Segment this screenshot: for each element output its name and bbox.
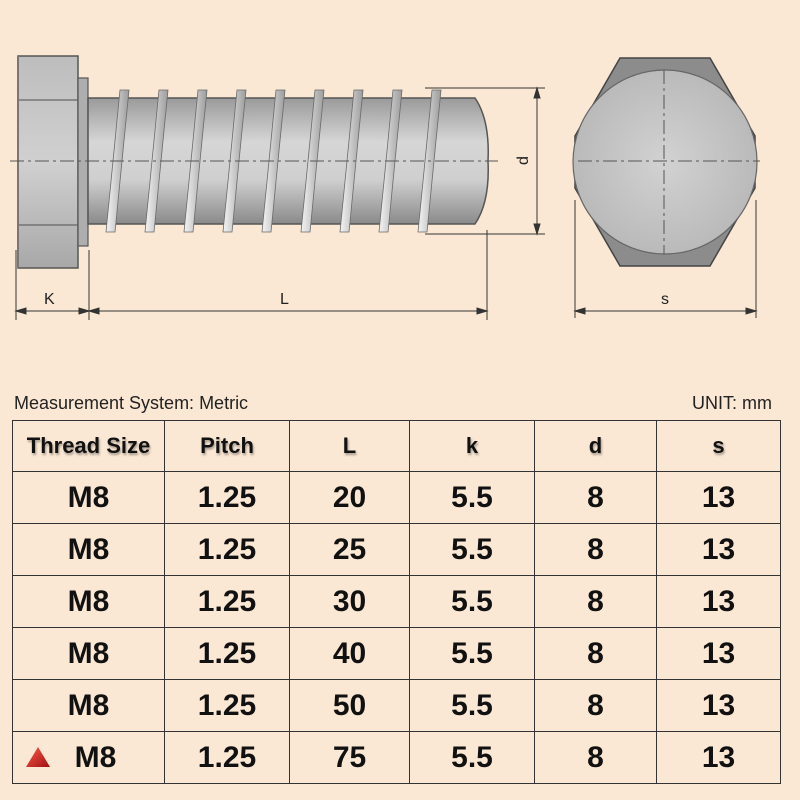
thread-ridge (339, 89, 364, 233)
dimension-label-k: K (44, 291, 55, 308)
dimension-lines (14, 86, 758, 320)
cell-s: 13 (656, 731, 781, 784)
cell-d: 8 (534, 575, 657, 628)
cell-thread-size: M8 (12, 575, 165, 628)
table-row-selected: M8 1.25 75 5.5 8 13 (12, 731, 781, 784)
cell-pitch: 1.25 (164, 575, 290, 628)
cell-k: 5.5 (409, 575, 535, 628)
thread-ridge (222, 89, 247, 233)
table-row: M8 1.25 40 5.5 8 13 (12, 627, 781, 680)
cell-thread-size: M8 (12, 523, 165, 576)
cell-d: 8 (534, 523, 657, 576)
cell-k: 5.5 (409, 627, 535, 680)
cell-thread-size: M8 (12, 731, 165, 784)
header-d: d (534, 420, 657, 472)
cell-pitch: 1.25 (164, 679, 290, 732)
header-s: s (656, 420, 781, 472)
cell-s: 13 (656, 523, 781, 576)
cell-s: 13 (656, 575, 781, 628)
spec-table: Thread Size Pitch L k d s M8 1.25 20 5.5… (12, 420, 781, 784)
thread-ridge (144, 89, 169, 233)
cell-l: 25 (289, 523, 410, 576)
cell-thread-size: M8 (12, 471, 165, 524)
table-row: M8 1.25 50 5.5 8 13 (12, 679, 781, 732)
bolt-head-end-view (572, 57, 760, 267)
table-row: M8 1.25 30 5.5 8 13 (12, 575, 781, 628)
cell-s: 13 (656, 471, 781, 524)
cell-pitch: 1.25 (164, 523, 290, 576)
cell-pitch: 1.25 (164, 471, 290, 524)
header-thread-size: Thread Size (12, 420, 165, 472)
header-l: L (289, 420, 410, 472)
unit-label: UNIT: mm (692, 393, 772, 413)
red-triangle-icon (26, 747, 50, 767)
cell-pitch: 1.25 (164, 731, 290, 784)
cell-l: 20 (289, 471, 410, 524)
bolt-head-side (17, 55, 89, 269)
cell-d: 8 (534, 731, 657, 784)
bolt-diagram: K L d s (10, 55, 760, 320)
table-header-row: Thread Size Pitch L k d s (12, 420, 781, 472)
cell-k: 5.5 (409, 679, 535, 732)
cell-thread-size-text: M8 (74, 740, 117, 774)
cell-k: 5.5 (409, 731, 535, 784)
dimension-label-l: L (280, 291, 289, 308)
cell-k: 5.5 (409, 471, 535, 524)
cell-s: 13 (656, 627, 781, 680)
header-pitch: Pitch (164, 420, 290, 472)
cell-thread-size: M8 (12, 627, 165, 680)
cell-d: 8 (534, 679, 657, 732)
cell-thread-size: M8 (12, 679, 165, 732)
table-row: M8 1.25 25 5.5 8 13 (12, 523, 781, 576)
cell-pitch: 1.25 (164, 627, 290, 680)
table-row: M8 1.25 20 5.5 8 13 (12, 471, 781, 524)
cell-l: 40 (289, 627, 410, 680)
cell-s: 13 (656, 679, 781, 732)
cell-l: 30 (289, 575, 410, 628)
cell-d: 8 (534, 471, 657, 524)
dimension-label-d: d (515, 156, 532, 165)
cell-l: 50 (289, 679, 410, 732)
measurement-system-label: Measurement System: Metric (14, 393, 249, 413)
header-k: k (409, 420, 535, 472)
cell-d: 8 (534, 627, 657, 680)
dimension-label-s: s (661, 291, 669, 308)
cell-k: 5.5 (409, 523, 535, 576)
cell-l: 75 (289, 731, 410, 784)
